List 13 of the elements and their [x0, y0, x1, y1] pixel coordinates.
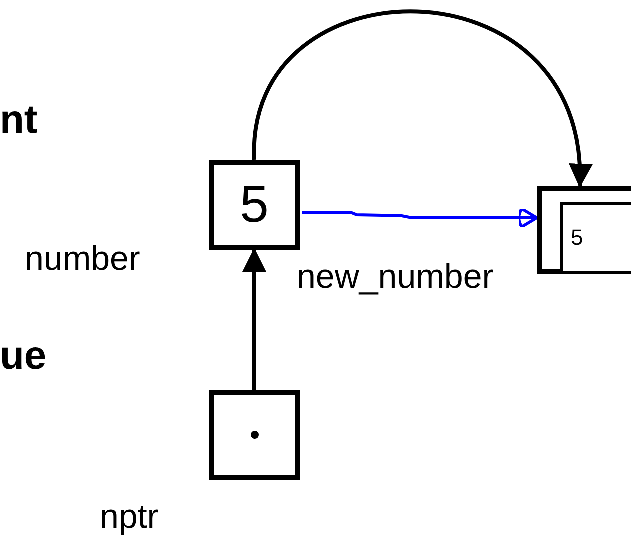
variable-name: number: [25, 239, 140, 280]
memory-cell: [537, 186, 631, 274]
memory-cell: [209, 390, 300, 480]
heading-fragment: nt: [0, 100, 38, 140]
inner-cell: [560, 202, 631, 274]
cell-value: 5: [571, 227, 584, 249]
memory-cell: [209, 160, 300, 250]
heading-fragment: ue: [0, 336, 47, 376]
arrow: [242, 248, 266, 390]
cell-value: 5: [240, 179, 269, 231]
variable-name: nptr: [100, 497, 159, 537]
arrow: [252, 10, 590, 188]
variable-name: new_number: [297, 257, 494, 298]
